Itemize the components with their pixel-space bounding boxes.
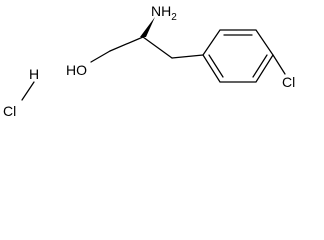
- bond-benzyl-ring: [171, 54, 204, 59]
- bond-chiral-benzyl: [142, 36, 173, 59]
- salt-hydrogen-label: H: [29, 66, 39, 82]
- bond-o-ch2: [90, 50, 111, 63]
- amine-subscript: 2: [171, 12, 177, 23]
- hydroxyl-label: HO: [66, 62, 87, 78]
- ring-double-bond-right: [252, 54, 268, 78]
- wedge-bond-c-n: [140, 17, 155, 37]
- amine-label: NH2: [151, 3, 177, 23]
- structure-drawing: NH2 HO Cl H Cl: [3, 3, 295, 119]
- benzene-ring: [202, 29, 274, 83]
- bond-ring-cl: [272, 54, 286, 75]
- salt-chloride-label: Cl: [3, 103, 16, 119]
- bond-ch2-chiral: [109, 36, 144, 52]
- chemical-structure: NH2 HO Cl H Cl: [3, 3, 295, 119]
- chloro-label: Cl: [282, 74, 295, 90]
- ring-double-bond-left: [208, 54, 224, 78]
- bond-h-cl-salt: [21, 81, 35, 101]
